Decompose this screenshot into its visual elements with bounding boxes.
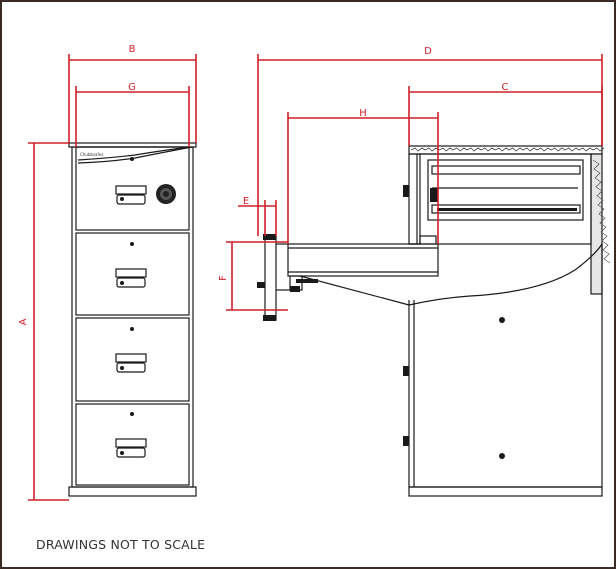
side-bolt-upper xyxy=(499,317,505,323)
front-drawer-1: Chubbsafes xyxy=(75,146,193,231)
drawer-handle-4 xyxy=(115,438,147,448)
dimension-d: D xyxy=(257,46,603,236)
front-drawer-2 xyxy=(75,232,190,316)
dimension-label-h: H xyxy=(359,108,367,119)
dimension-label-d: D xyxy=(424,46,432,57)
front-plinth xyxy=(68,486,197,497)
cabinet-lower-body xyxy=(408,244,603,488)
extended-drawer xyxy=(257,234,439,321)
dimension-c: C xyxy=(408,82,603,146)
dimension-label-c: C xyxy=(502,82,509,93)
dimension-label-b: B xyxy=(129,44,136,55)
side-plinth xyxy=(408,486,603,497)
inner-drawer-top xyxy=(427,159,584,221)
drawer-front-panel xyxy=(264,235,277,321)
dimension-label-a: A xyxy=(18,318,29,325)
scale-disclaimer: DRAWINGS NOT TO SCALE xyxy=(36,537,206,552)
dimension-label-f: F xyxy=(218,275,229,281)
dimension-lines: B G A D C xyxy=(18,44,603,501)
side-bolt-lower xyxy=(499,453,505,459)
dimension-label-g: G xyxy=(128,82,136,93)
combination-dial-icon xyxy=(156,184,176,204)
drawer-handle-2 xyxy=(115,268,147,278)
front-drawer-4 xyxy=(75,403,190,486)
top-texture xyxy=(410,147,605,152)
drawer-handle-1 xyxy=(115,185,147,195)
front-drawer-3 xyxy=(75,317,190,402)
dimension-h: H xyxy=(287,108,439,244)
front-view: Chubbsafes xyxy=(68,142,197,497)
dimension-label-e: E xyxy=(243,196,249,207)
brand-logo: Chubbsafes xyxy=(80,152,103,157)
drawer-handle-3 xyxy=(115,353,147,363)
side-view xyxy=(257,145,611,497)
dimension-b: B xyxy=(68,44,197,143)
dimension-e: E xyxy=(238,196,277,236)
dimension-f: F xyxy=(218,241,288,311)
dimension-a: A xyxy=(18,142,69,501)
dimension-g: G xyxy=(75,82,190,147)
drawer-handle-side xyxy=(257,282,265,288)
open-drawer-cavity xyxy=(408,153,592,245)
lock-keyhole xyxy=(130,157,134,161)
